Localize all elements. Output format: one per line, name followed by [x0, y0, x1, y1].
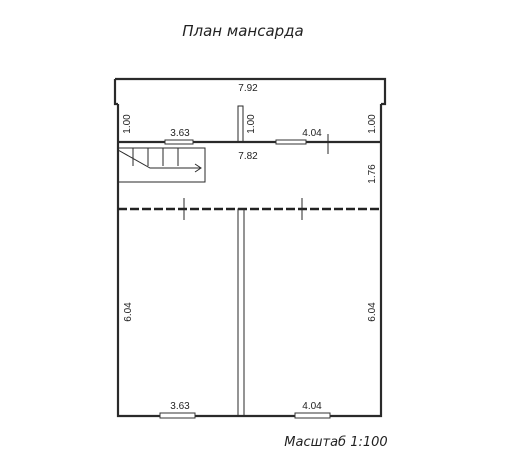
- balcony-outline-right: [115, 77, 387, 106]
- dim-hall-width: 7.82: [238, 151, 258, 162]
- balcony-door-right: [275, 139, 307, 145]
- outer-walls: [113, 77, 387, 418]
- dim-window-right-upper: 4.04: [302, 128, 322, 139]
- dim-top-width: 7.92: [238, 83, 258, 94]
- balcony-door-left: [164, 139, 194, 145]
- dim-window-left-upper: 3.63: [170, 128, 190, 139]
- left-outer-wall: [116, 142, 160, 418]
- dim-hall-depth: 1.76: [367, 164, 378, 184]
- balcony-hall-wall: [118, 134, 381, 154]
- stair-arrow: [194, 163, 202, 173]
- dim-room-right-depth: 6.04: [367, 302, 378, 322]
- plan-title: План мансарда: [182, 22, 303, 40]
- dim-balcony-right-depth: 1.00: [367, 114, 378, 134]
- interior-wall: [237, 208, 245, 417]
- stair-outline: [118, 147, 206, 183]
- dim-window-right-lower: 4.04: [302, 401, 322, 412]
- stair-direction-line: [117, 149, 200, 169]
- dim-window-left-lower: 3.63: [170, 401, 190, 412]
- dim-room-left-depth: 6.04: [123, 302, 134, 322]
- staircase: [117, 147, 206, 183]
- balcony-partition: [237, 105, 244, 143]
- balcony-outline-left: [113, 79, 118, 106]
- window-lower-right: [294, 412, 331, 419]
- dim-balcony-mid-depth: 1.00: [246, 114, 257, 134]
- scale-label: Масштаб 1:100: [284, 435, 387, 450]
- dim-balcony-left-depth: 1.00: [122, 114, 133, 134]
- window-lower-left: [159, 412, 196, 419]
- right-outer-wall: [330, 142, 383, 418]
